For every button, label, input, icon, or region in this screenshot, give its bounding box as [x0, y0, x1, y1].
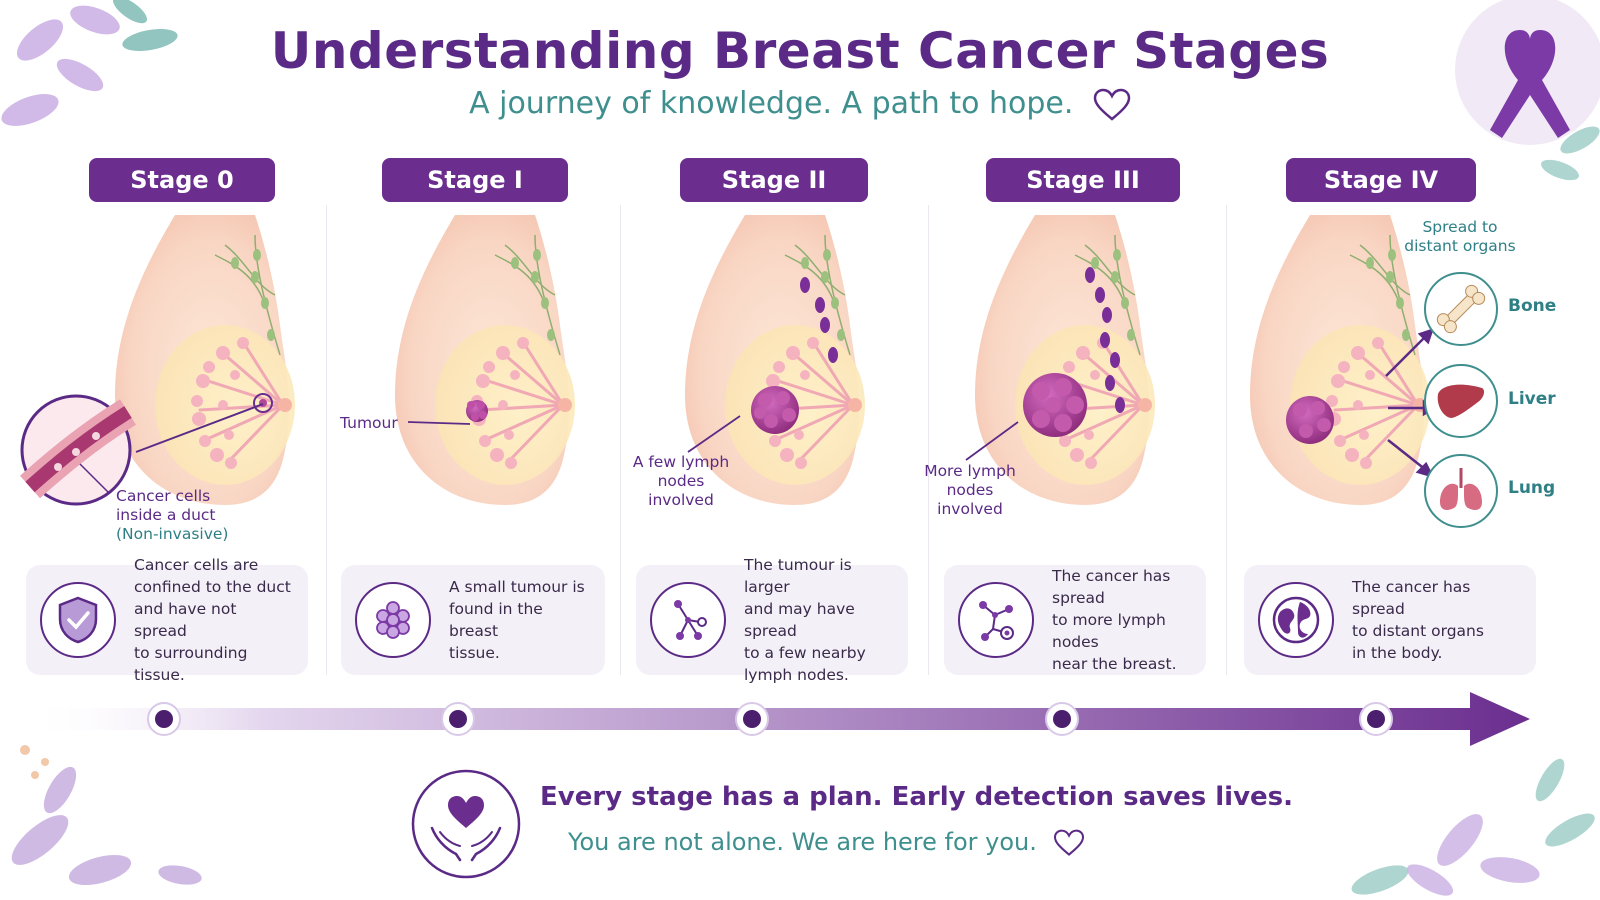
- timeline-markers: [147, 702, 1393, 736]
- stage-timeline-arrow: [40, 692, 1530, 746]
- small-tumour-icon: [466, 400, 488, 422]
- page-subtitle-row: A journey of knowledge. A path to hope.: [0, 86, 1600, 122]
- leaf-decoration-top-left: [1, 0, 178, 126]
- stage-0-callout: Cancer cells inside a duct (Non-invasive…: [116, 487, 229, 543]
- stage-4-callout: Spread to distant organs: [1404, 218, 1516, 255]
- page-subtitle: A journey of knowledge. A path to hope.: [469, 86, 1074, 121]
- stage-2-description-card: The tumour is larger and may have spread…: [636, 556, 908, 684]
- heart-outline-icon: [1093, 88, 1131, 121]
- heart-outline-icon: [1053, 829, 1084, 856]
- stage-1-description-card: A small tumour is found in the breast ti…: [341, 565, 605, 675]
- stage-3-callout: More lymph nodes involved: [924, 462, 1016, 518]
- stage-2-description: The tumour is larger and may have spread…: [744, 556, 866, 684]
- tumour-pointer: [408, 421, 471, 425]
- footer-support-row: You are not alone. We are here for you.: [568, 828, 1085, 857]
- column-divider: [1226, 205, 1227, 675]
- organ-label-liver: Liver: [1508, 389, 1556, 409]
- stage-3-pill: Stage III: [986, 158, 1180, 202]
- large-tumour-icon: [1023, 373, 1087, 437]
- stage-0-pill: Stage 0: [89, 158, 275, 202]
- lymph-nodes-icon: [650, 582, 726, 658]
- stage-1-pill: Stage I: [382, 158, 568, 202]
- liver-icon: [1424, 364, 1498, 438]
- heart-hands-icon: [411, 769, 521, 879]
- stage-2-pill: Stage II: [680, 158, 868, 202]
- stage-1-breast-illustration: [393, 213, 577, 507]
- stage-3-breast-illustration: [973, 213, 1157, 507]
- more-lymph-nodes-icon: [958, 582, 1034, 658]
- stage-2-breast-illustration: [683, 213, 867, 507]
- stage-0-description-card: Cancer cells are confined to the duct an…: [26, 556, 308, 684]
- footer-message: Every stage has a plan. Early detection …: [540, 782, 1294, 812]
- organ-label-lung: Lung: [1508, 478, 1556, 498]
- stage-0-description: Cancer cells are confined to the duct an…: [134, 556, 291, 684]
- organ-label-bone: Bone: [1508, 296, 1557, 316]
- leaf-decoration-bottom-right: [1351, 758, 1595, 896]
- stage-2-callout: A few lymph nodes involved: [632, 453, 730, 509]
- footer-support: You are not alone. We are here for you.: [568, 828, 1037, 856]
- lungs-icon: [1424, 454, 1498, 528]
- involved-lymph-nodes: [1085, 267, 1125, 413]
- tumour-icon: [751, 386, 799, 434]
- stage-3-description: The cancer has spread to more lymph node…: [1052, 567, 1177, 673]
- column-divider: [326, 205, 327, 675]
- involved-lymph-nodes: [800, 277, 838, 363]
- stage-4-description: The cancer has spread to distant organs …: [1352, 578, 1484, 662]
- duct-magnifier-icon: [20, 394, 264, 506]
- shield-check-icon: [40, 582, 116, 658]
- column-divider: [928, 205, 929, 675]
- stage-1-description: A small tumour is found in the breast ti…: [449, 578, 585, 662]
- leaf-decoration-bottom-left: [11, 745, 202, 886]
- stage-3-description-card: The cancer has spread to more lymph node…: [944, 565, 1206, 675]
- bone-icon: [1424, 272, 1498, 346]
- cell-cluster-icon: [355, 582, 431, 658]
- column-divider: [620, 205, 621, 675]
- stage-4-pill: Stage IV: [1286, 158, 1476, 202]
- awareness-ribbon-decoration: [1455, 0, 1600, 181]
- stage-4-description-card: The cancer has spread to distant organs …: [1244, 565, 1536, 675]
- page-title: Understanding Breast Cancer Stages: [270, 22, 1330, 80]
- more-lymph-pointer: [965, 421, 1019, 461]
- stage-1-callout: Tumour: [340, 414, 398, 432]
- tumour-icon: [1286, 396, 1334, 444]
- lymph-pointer: [687, 415, 741, 453]
- stage-4-breast-illustration: [1248, 213, 1432, 507]
- globe-icon: [1258, 582, 1334, 658]
